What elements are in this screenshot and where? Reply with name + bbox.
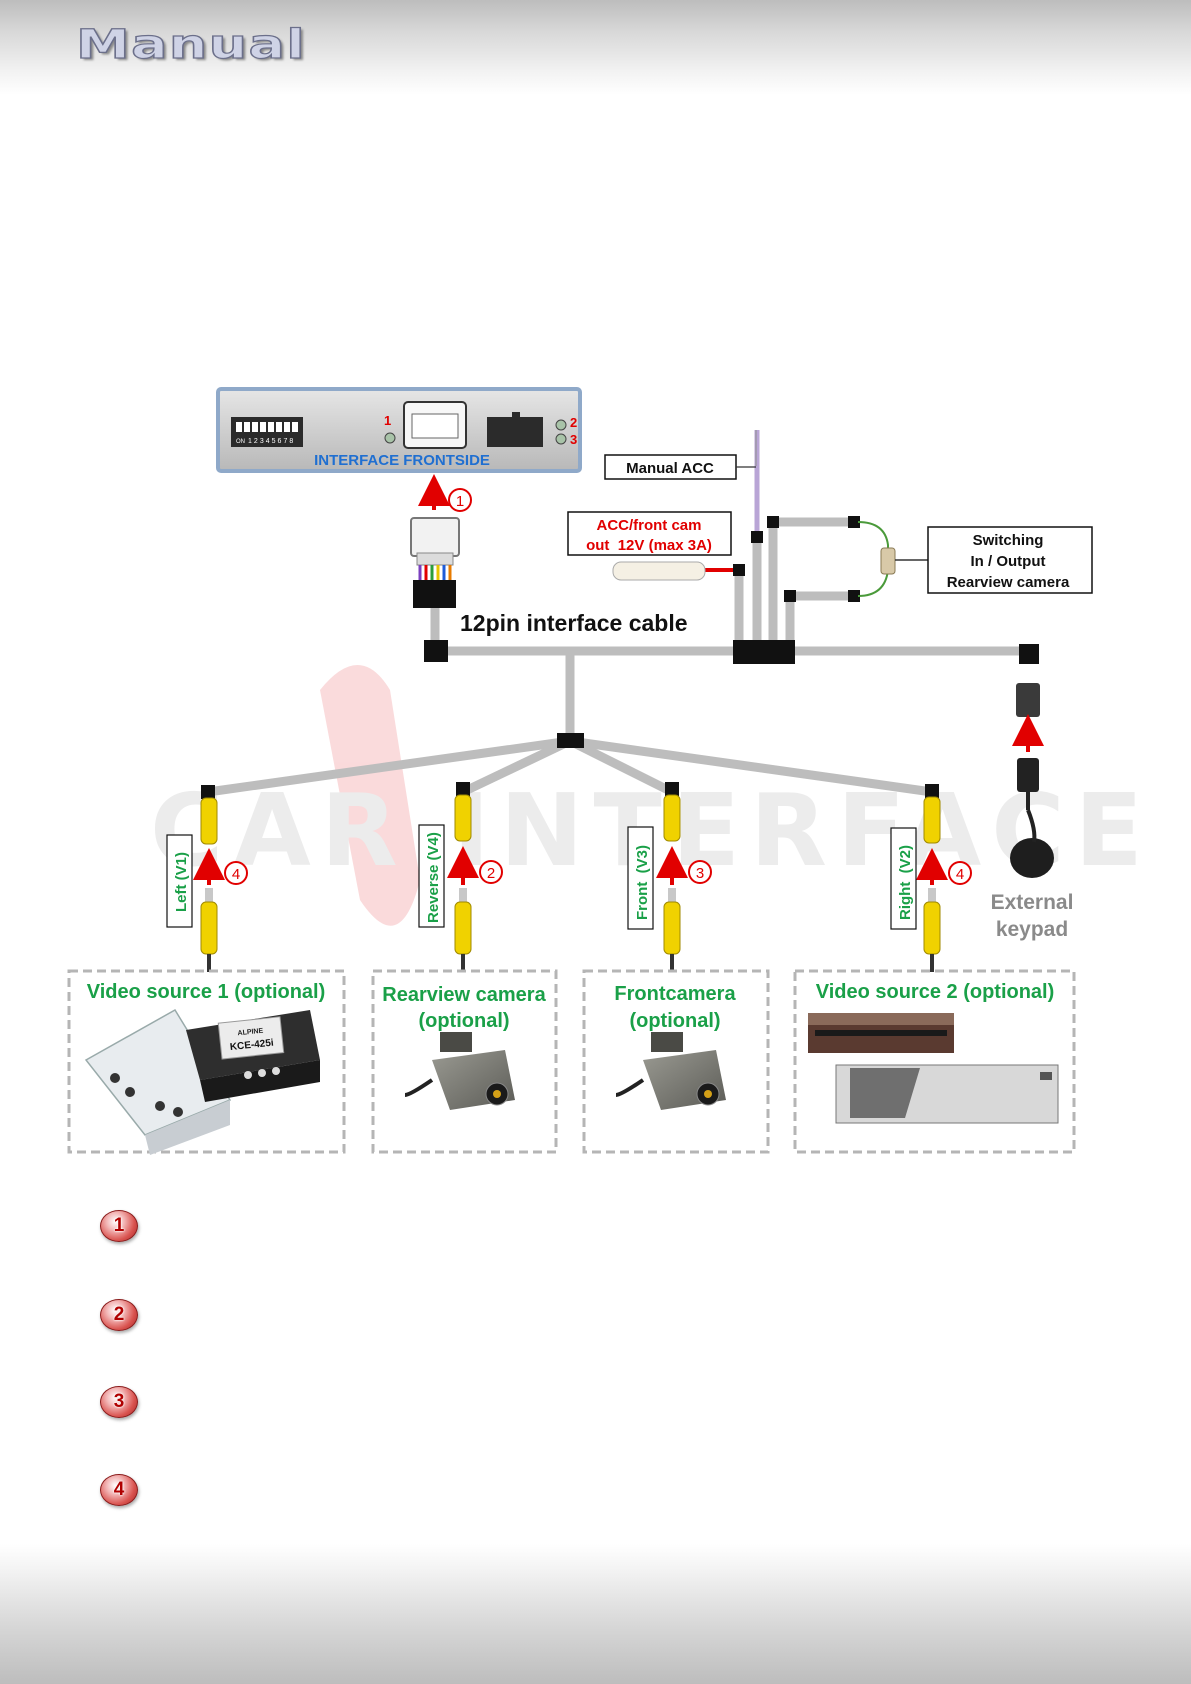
rca-label-right: Right (V2) bbox=[897, 845, 914, 920]
svg-text:Manual ACC: Manual ACC bbox=[626, 460, 714, 477]
aux-socket bbox=[487, 417, 543, 447]
legend-badge-4: 4 bbox=[100, 1474, 138, 1506]
interface-frontside-label: INTERFACE FRONTSIDE bbox=[314, 452, 490, 469]
legend-badge-1: 1 bbox=[100, 1210, 138, 1242]
svg-text:External: External bbox=[991, 891, 1074, 914]
svg-text:keypad: keypad bbox=[996, 918, 1068, 941]
rearview-camera-title: Rearview camera bbox=[382, 984, 546, 1006]
rca-label-front: Front (V3) bbox=[634, 845, 651, 920]
dip-switches bbox=[236, 422, 298, 432]
cable-connectors bbox=[201, 516, 1039, 799]
manual-acc-box: Manual ACC bbox=[604, 454, 756, 480]
rca-left: Left (V1) 4 bbox=[166, 797, 248, 972]
header-band bbox=[0, 0, 1191, 95]
led-1 bbox=[384, 432, 396, 444]
marker-2 bbox=[479, 860, 503, 884]
acc-front-cam-box: ACC/front cam out 12V (max 3A) bbox=[567, 511, 732, 581]
svg-text:KCE-425i: KCE-425i bbox=[229, 1038, 274, 1054]
cable-wires bbox=[207, 517, 1033, 797]
marker-4-left bbox=[224, 861, 248, 885]
svg-text:4: 4 bbox=[232, 866, 240, 883]
rca-label-reverse: Reverse (V4) bbox=[425, 832, 442, 923]
svg-text:Switching: Switching bbox=[973, 532, 1044, 549]
marker-1 bbox=[448, 488, 472, 512]
dip-on-label: ON bbox=[236, 439, 245, 445]
legend-badge-3: 3 bbox=[100, 1386, 138, 1418]
video-source-1-device: ALPINE KCE-425i bbox=[84, 1008, 320, 1155]
frontcamera-title: Frontcamera bbox=[614, 983, 736, 1005]
rca-label-left: Left (V1) bbox=[173, 852, 190, 912]
svg-text:2: 2 bbox=[487, 865, 495, 882]
svg-text:ALPINE: ALPINE bbox=[237, 1028, 264, 1038]
svg-text:(optional): (optional) bbox=[418, 1010, 509, 1032]
rca-right: Right (V2) 4 bbox=[890, 796, 972, 972]
svg-text:4: 4 bbox=[956, 866, 964, 883]
legend-badge-2: 2 bbox=[100, 1299, 138, 1331]
svg-text:(optional): (optional) bbox=[629, 1010, 720, 1032]
switching-box: Switching In / Output Rearview camera bbox=[927, 526, 1093, 594]
footer-band bbox=[0, 1544, 1191, 1684]
video-source-2-title: Video source 2 (optional) bbox=[816, 981, 1055, 1003]
switching-fuse bbox=[880, 547, 896, 575]
keypad-button bbox=[1010, 838, 1054, 878]
port-label-2: 2 bbox=[570, 415, 577, 430]
svg-text:ACC/front cam: ACC/front cam bbox=[596, 517, 701, 534]
video-source-2-device bbox=[808, 1013, 1059, 1124]
svg-text:In / Output: In / Output bbox=[971, 553, 1046, 570]
external-keypad: External keypad bbox=[991, 683, 1074, 941]
rearview-camera-image bbox=[404, 1032, 515, 1110]
video-source-1-title: Video source 1 (optional) bbox=[87, 981, 326, 1003]
manual-logo: Manual bbox=[75, 21, 307, 68]
cable-label: 12pin interface cable bbox=[460, 610, 688, 636]
rca-front: Front (V3) 3 bbox=[627, 794, 712, 972]
port-label-3: 3 bbox=[570, 432, 577, 447]
dip-switch-block bbox=[231, 417, 303, 447]
source-boxes bbox=[67, 969, 1076, 1154]
marker-4-right bbox=[948, 861, 972, 885]
12pin-plug bbox=[410, 517, 460, 608]
led-2 bbox=[555, 419, 567, 431]
acc-terminal bbox=[612, 561, 706, 581]
svg-text:out 12V (max 3A): out 12V (max 3A) bbox=[586, 537, 712, 554]
svg-text:1: 1 bbox=[456, 493, 464, 510]
rca-reverse: Reverse (V4) 2 bbox=[418, 794, 503, 972]
frontcamera-image bbox=[615, 1032, 726, 1110]
port-label-1: 1 bbox=[384, 413, 391, 428]
source-titles: Video source 1 (optional) Rearview camer… bbox=[87, 981, 1055, 1032]
led-3 bbox=[555, 433, 567, 445]
svg-text:Rearview camera: Rearview camera bbox=[947, 574, 1070, 591]
svg-text:3: 3 bbox=[696, 865, 704, 882]
marker-3 bbox=[688, 860, 712, 884]
